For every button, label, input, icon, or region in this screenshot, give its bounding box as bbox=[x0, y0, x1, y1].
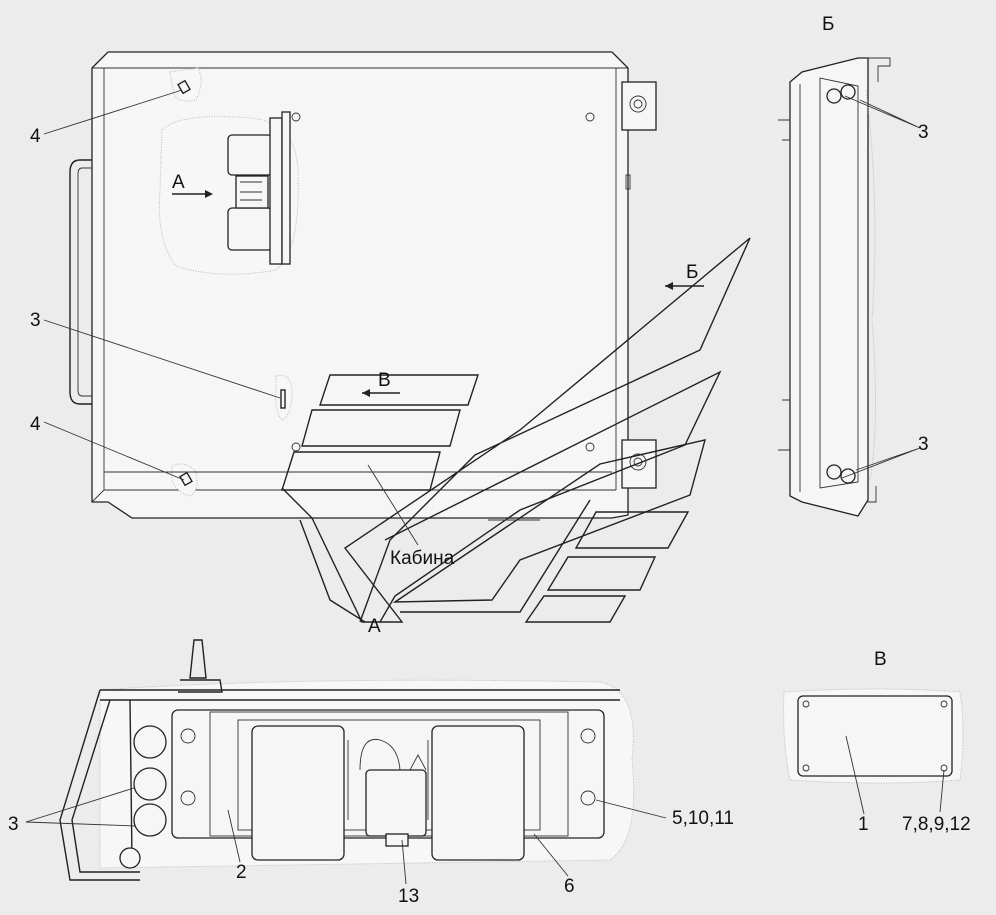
callout-3-b-top: 3 bbox=[918, 122, 929, 143]
cab-caption: Кабина bbox=[390, 548, 455, 569]
view-v bbox=[783, 688, 964, 784]
callout-6: 6 bbox=[564, 876, 575, 897]
callout-3-mid: 3 bbox=[30, 310, 41, 331]
callout-3-b-bottom: 3 bbox=[918, 434, 929, 455]
arrow-a-label: А bbox=[172, 172, 185, 193]
callout-2: 2 bbox=[236, 862, 247, 883]
callout-7-8-9-12: 7,8,9,12 bbox=[902, 814, 971, 835]
view-b bbox=[778, 57, 891, 517]
cab-schematic bbox=[172, 190, 751, 623]
callout-4-bottom: 4 bbox=[30, 414, 41, 435]
section-a-view bbox=[59, 639, 635, 881]
callout-labels: Б В Кабина А А Б В 4 3 4 3 3 3 2 13 6 5,… bbox=[8, 14, 971, 907]
callout-3-a: 3 bbox=[8, 814, 19, 835]
view-v-title: В bbox=[874, 649, 887, 670]
arrow-b-label: Б bbox=[686, 262, 698, 283]
heater-unit-icon bbox=[227, 111, 291, 265]
arrow-v-label: В bbox=[378, 370, 391, 391]
view-b-title: Б bbox=[822, 14, 834, 35]
callout-4-top: 4 bbox=[30, 126, 41, 147]
callout-5-10-11: 5,10,11 bbox=[672, 808, 734, 829]
cab-marker-a: А bbox=[368, 616, 381, 637]
leader-lines bbox=[25, 89, 945, 885]
callout-13: 13 bbox=[398, 886, 419, 907]
callout-1: 1 bbox=[858, 814, 869, 835]
roof-panel-view bbox=[69, 51, 657, 519]
